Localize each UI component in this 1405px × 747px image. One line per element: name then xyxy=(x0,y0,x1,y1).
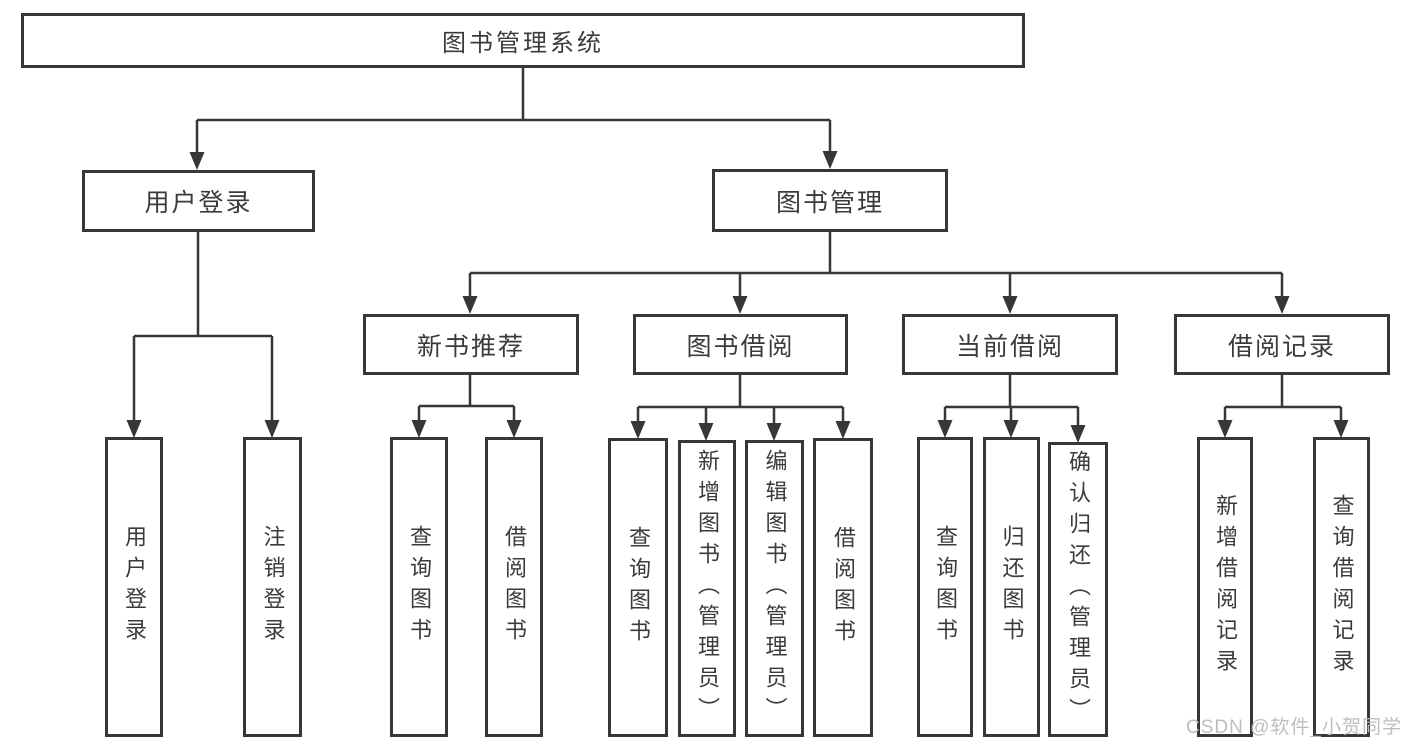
node-label: 当前借阅 xyxy=(955,332,1064,361)
node-label: 注销登录 xyxy=(260,525,286,649)
node-label: 查询图书 xyxy=(933,525,958,649)
leaf-add-borrow-record: 新增借阅记录 xyxy=(1197,437,1253,737)
node-label: 归还图书 xyxy=(999,525,1025,649)
node-label: 查询图书 xyxy=(407,525,432,649)
node-book-borrow: 图书借阅 xyxy=(633,314,848,375)
node-library-system: 图书管理系统 xyxy=(21,13,1025,68)
node-label: 借阅图书 xyxy=(831,525,856,650)
node-label: 新增借阅记录 xyxy=(1213,494,1238,680)
leaf-query-books-recommend: 查询图书 xyxy=(390,437,448,737)
node-current-borrow: 当前借阅 xyxy=(902,314,1118,375)
node-label: 查询图书 xyxy=(626,525,651,650)
csdn-watermark: CSDN @软件_小贺同学 xyxy=(1186,717,1402,738)
node-borrow-records: 借阅记录 xyxy=(1174,314,1390,375)
node-label: 图书管理系统 xyxy=(442,30,604,57)
leaf-borrow-books: 借阅图书 xyxy=(813,438,873,737)
leaf-return-books: 归还图书 xyxy=(983,437,1040,737)
node-label: 用户登录 xyxy=(122,525,147,649)
node-label: 查询借阅记录 xyxy=(1329,494,1355,680)
node-label: 新增图书（管理员） xyxy=(695,449,720,728)
node-book-management: 图书管理 xyxy=(712,169,948,232)
leaf-confirm-return-admin: 确认归还（管理员） xyxy=(1048,442,1108,737)
leaf-user-login: 用户登录 xyxy=(105,437,163,737)
node-label: 借阅记录 xyxy=(1227,332,1336,361)
leaf-borrow-books-recommend: 借阅图书 xyxy=(485,437,543,737)
node-label: 图书借阅 xyxy=(686,332,795,361)
leaf-query-borrow-record: 查询借阅记录 xyxy=(1313,437,1370,737)
node-label: 新书推荐 xyxy=(416,332,525,361)
arrowhead-icons xyxy=(126,151,1349,443)
leaf-query-books-borrow: 查询图书 xyxy=(608,438,668,737)
node-label: 图书管理 xyxy=(775,188,884,217)
node-label: 确认归还（管理员） xyxy=(1066,450,1091,729)
node-label: 编辑图书（管理员） xyxy=(762,449,788,728)
leaf-edit-books-admin: 编辑图书（管理员） xyxy=(745,440,804,737)
leaf-logout: 注销登录 xyxy=(243,437,302,737)
leaf-add-books-admin: 新增图书（管理员） xyxy=(678,440,736,737)
node-label: 用户登录 xyxy=(144,189,253,217)
leaf-query-books-current: 查询图书 xyxy=(917,437,973,737)
node-new-book-recommend: 新书推荐 xyxy=(363,314,579,375)
node-user-login: 用户登录 xyxy=(82,170,315,232)
node-label: 借阅图书 xyxy=(502,525,527,649)
